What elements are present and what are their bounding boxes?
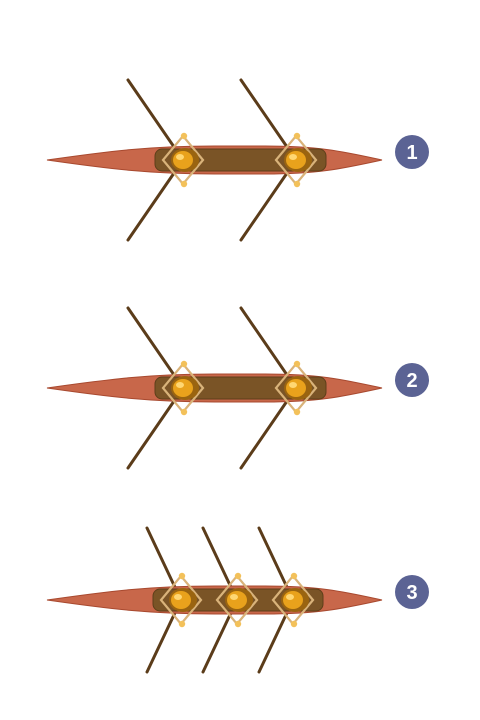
badge-label: 2 <box>406 370 417 392</box>
boat: 3 <box>46 526 429 674</box>
rowlock <box>290 620 298 628</box>
rower-helmet-icon <box>286 379 306 397</box>
rower-helmet-icon <box>227 591 247 609</box>
rower-helmet-icon <box>171 591 191 609</box>
badge-circle <box>395 363 429 397</box>
badge-circle <box>395 135 429 169</box>
rower-helmet-highlight <box>286 594 294 600</box>
rowlock <box>180 408 188 416</box>
badge-label: 1 <box>406 142 417 164</box>
rowlock <box>180 180 188 188</box>
boat-number-badge: 2 <box>395 363 429 397</box>
rower-helmet-icon <box>173 379 193 397</box>
rower-helmet-highlight <box>289 382 297 388</box>
rowlock <box>180 360 188 368</box>
rower-helmet-highlight <box>230 594 238 600</box>
rower-helmet-highlight <box>289 154 297 160</box>
rowlock <box>178 572 186 580</box>
badge-label: 3 <box>406 582 417 604</box>
rowlock <box>178 620 186 628</box>
boat-number-badge: 3 <box>395 575 429 609</box>
rowlock <box>293 132 301 140</box>
rower-helmet-icon <box>173 151 193 169</box>
badge-circle <box>395 575 429 609</box>
rowlock <box>234 620 242 628</box>
boat-number-badge: 1 <box>395 135 429 169</box>
rowlock <box>234 572 242 580</box>
rowlock <box>290 572 298 580</box>
rower-helmet-highlight <box>176 382 184 388</box>
rower-helmet-icon <box>286 151 306 169</box>
rowlock <box>293 360 301 368</box>
boat: 1 <box>46 78 429 242</box>
rower-helmet-highlight <box>174 594 182 600</box>
rowlock <box>293 180 301 188</box>
boat: 2 <box>46 306 429 470</box>
rower-helmet-icon <box>283 591 303 609</box>
rower-helmet-highlight <box>176 154 184 160</box>
rowlock <box>293 408 301 416</box>
rowlock <box>180 132 188 140</box>
